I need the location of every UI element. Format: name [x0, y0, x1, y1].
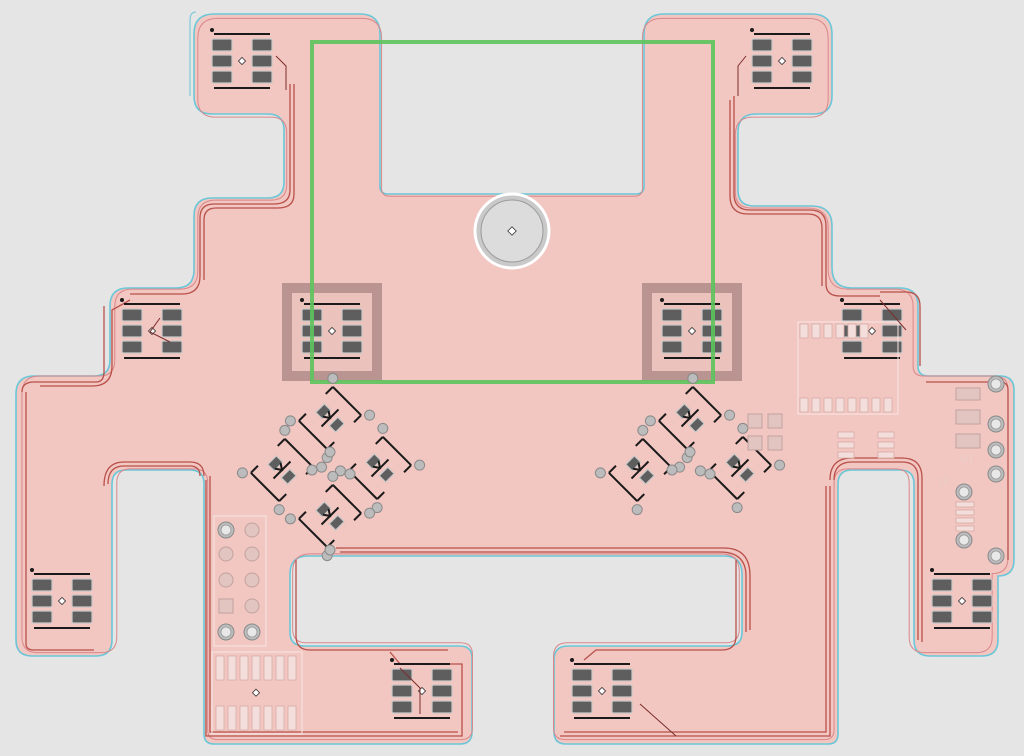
internal-traces	[149, 55, 907, 737]
label-j2: J2	[939, 476, 949, 487]
back-side-ic-bottom[interactable]	[211, 651, 303, 735]
pin-header-left[interactable]	[213, 515, 267, 647]
switch-left[interactable]	[282, 283, 382, 381]
diode-cluster-left[interactable]	[234, 370, 428, 564]
back-side-component-u1[interactable]	[797, 321, 899, 415]
board-outline[interactable]	[15, 11, 1015, 745]
perimeter-traces	[21, 84, 1009, 737]
label-u1: U1	[960, 454, 974, 465]
back-side-small-parts[interactable]	[747, 413, 895, 459]
selection-box[interactable]	[310, 40, 715, 384]
connector-right[interactable]: U1 J2	[939, 375, 1005, 565]
diode-cluster-right[interactable]	[592, 370, 788, 518]
mounting-hole[interactable]	[473, 192, 551, 270]
switch-right[interactable]	[642, 283, 742, 381]
